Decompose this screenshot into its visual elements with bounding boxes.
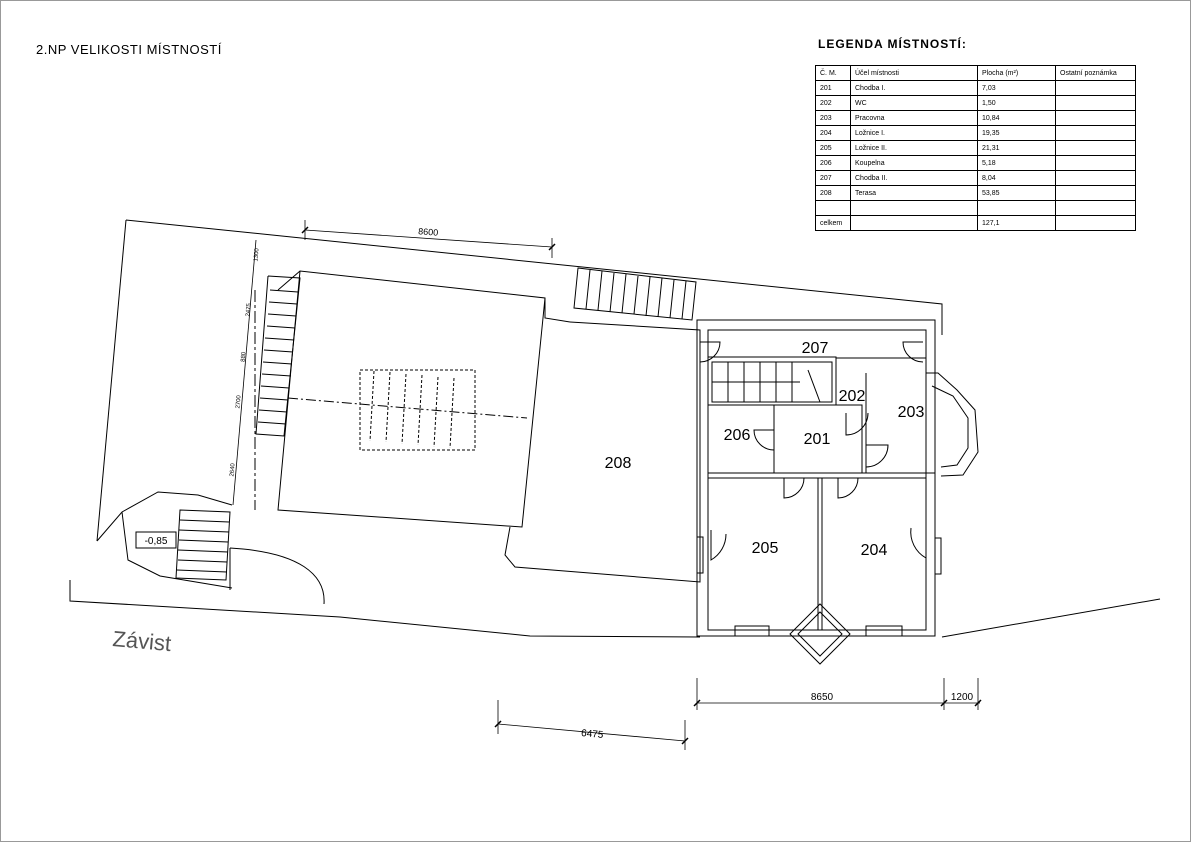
- level-mark-box: [135, 531, 177, 549]
- legend-title: LEGENDA MÍSTNOSTÍ:: [818, 37, 967, 51]
- door-swings: [699, 341, 927, 561]
- dimension-label: 8650: [811, 692, 834, 703]
- site-boundary: [69, 580, 701, 638]
- entrance-landing: [96, 491, 233, 542]
- room-label-201: 201: [804, 431, 831, 448]
- entrance-curve: [229, 547, 325, 605]
- site-boundary: [125, 219, 943, 335]
- entrance-landing: [121, 511, 233, 589]
- room-label-206: 206: [724, 427, 751, 444]
- dimension-label: 1200: [951, 692, 974, 703]
- level-mark: -0,85: [145, 536, 168, 547]
- drawing-title: 2.NP VELIKOSTI MÍSTNOSTÍ: [36, 42, 222, 57]
- dimension-label: 6475: [581, 728, 605, 741]
- skylight-grid: [359, 369, 476, 451]
- interior-stair: [711, 361, 833, 403]
- stair-entrance: [175, 509, 231, 581]
- windows: [696, 536, 942, 637]
- axis-line: [287, 397, 528, 419]
- dimension-lines: [232, 220, 980, 750]
- room-label-202: 202: [839, 388, 866, 405]
- legend-cell-area: 127,1: [977, 215, 1056, 231]
- room-label-207: 207: [802, 340, 829, 357]
- room-label-203: 203: [898, 404, 925, 421]
- dimension-label: 8600: [418, 226, 439, 237]
- dimension-label: 2700: [235, 394, 242, 408]
- dimension-label: 1300: [253, 247, 260, 261]
- legend-row: [815, 200, 1136, 216]
- dimension-ticks: [301, 226, 982, 745]
- site-boundary: [96, 219, 127, 542]
- stair-top: [573, 267, 697, 321]
- dimension-label: 2475: [245, 302, 252, 316]
- site-boundary: [941, 598, 1161, 638]
- street-name: Závist: [112, 626, 173, 656]
- dimension-label: 880: [241, 351, 248, 362]
- room-label-205: 205: [752, 540, 779, 557]
- room-label-204: 204: [861, 542, 888, 559]
- room-legend-table: Č. M. Účel místnosti Plocha (m²) Ostatní…: [815, 65, 1136, 231]
- stair-left: [255, 275, 301, 437]
- dimension-label: 2640: [229, 462, 236, 476]
- legend-header-row: Č. M. Účel místnosti Plocha (m²) Ostatní…: [815, 65, 1136, 81]
- legend-cell-note: [1055, 215, 1136, 231]
- room-label-208: 208: [605, 455, 632, 472]
- corner-bay: [789, 603, 851, 665]
- terrace-208: [504, 321, 701, 583]
